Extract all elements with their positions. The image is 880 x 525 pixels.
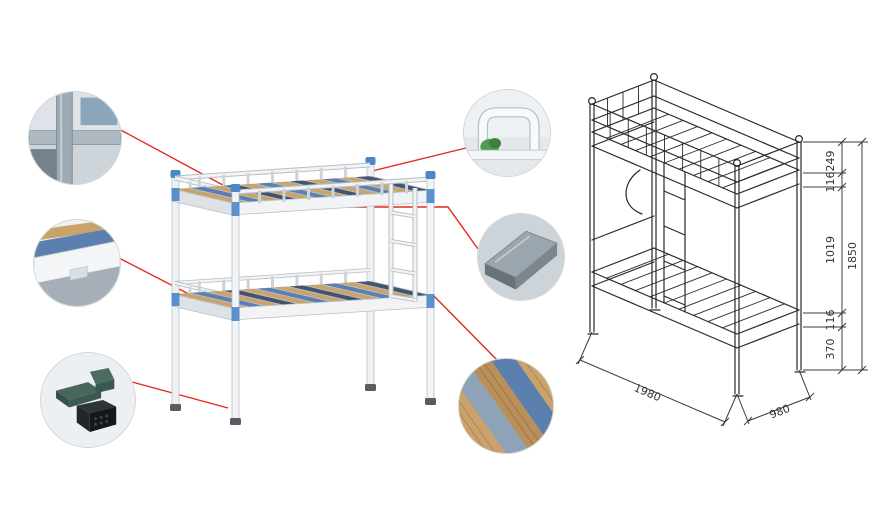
dim-upper-frame-depth: 116 [824, 172, 837, 193]
corner-joint-callout [28, 91, 122, 185]
guardrail-tube-detail-icon [464, 90, 550, 176]
beam-bracket-detail-icon [478, 214, 564, 300]
post-cap [425, 171, 436, 179]
foot-pad-callout [40, 352, 136, 448]
post-connector [426, 189, 435, 203]
dim-overall-length: 1980 [632, 381, 663, 404]
post-connector [426, 294, 435, 308]
post-connector [171, 293, 180, 306]
dim-overall-height: 1850 [846, 242, 859, 270]
post-connector [231, 202, 240, 216]
frame-connector-detail-icon [34, 220, 120, 306]
bed-foot [230, 418, 241, 425]
post-connector [171, 188, 180, 201]
beam-bracket-callout [477, 213, 565, 301]
wood-slat-callout [458, 358, 554, 454]
bed-foot [365, 384, 376, 391]
bed-foot [425, 398, 436, 405]
dim-base-height: 370 [824, 339, 837, 360]
post-cap [230, 184, 241, 192]
foot-pad-detail-icon [41, 353, 135, 447]
guardrail-tube-callout [463, 89, 551, 177]
dim-overall-width: 980 [768, 402, 792, 422]
dim-bunk-clearance: 1019 [824, 236, 837, 264]
dim-guardrail-height: 249 [824, 151, 837, 172]
wood-slat-detail-icon [459, 359, 553, 453]
ladder [388, 184, 418, 302]
dimension-lines [575, 137, 868, 427]
bed-foot [170, 404, 181, 411]
post-connector [231, 307, 240, 321]
technical-drawing [587, 72, 806, 397]
corner-joint-detail-icon [29, 92, 121, 184]
leader-lines [116, 127, 500, 409]
dim-lower-frame-depth: 116 [824, 310, 837, 331]
frame-connector-callout [33, 219, 121, 307]
bunk-bed-render [170, 157, 436, 425]
